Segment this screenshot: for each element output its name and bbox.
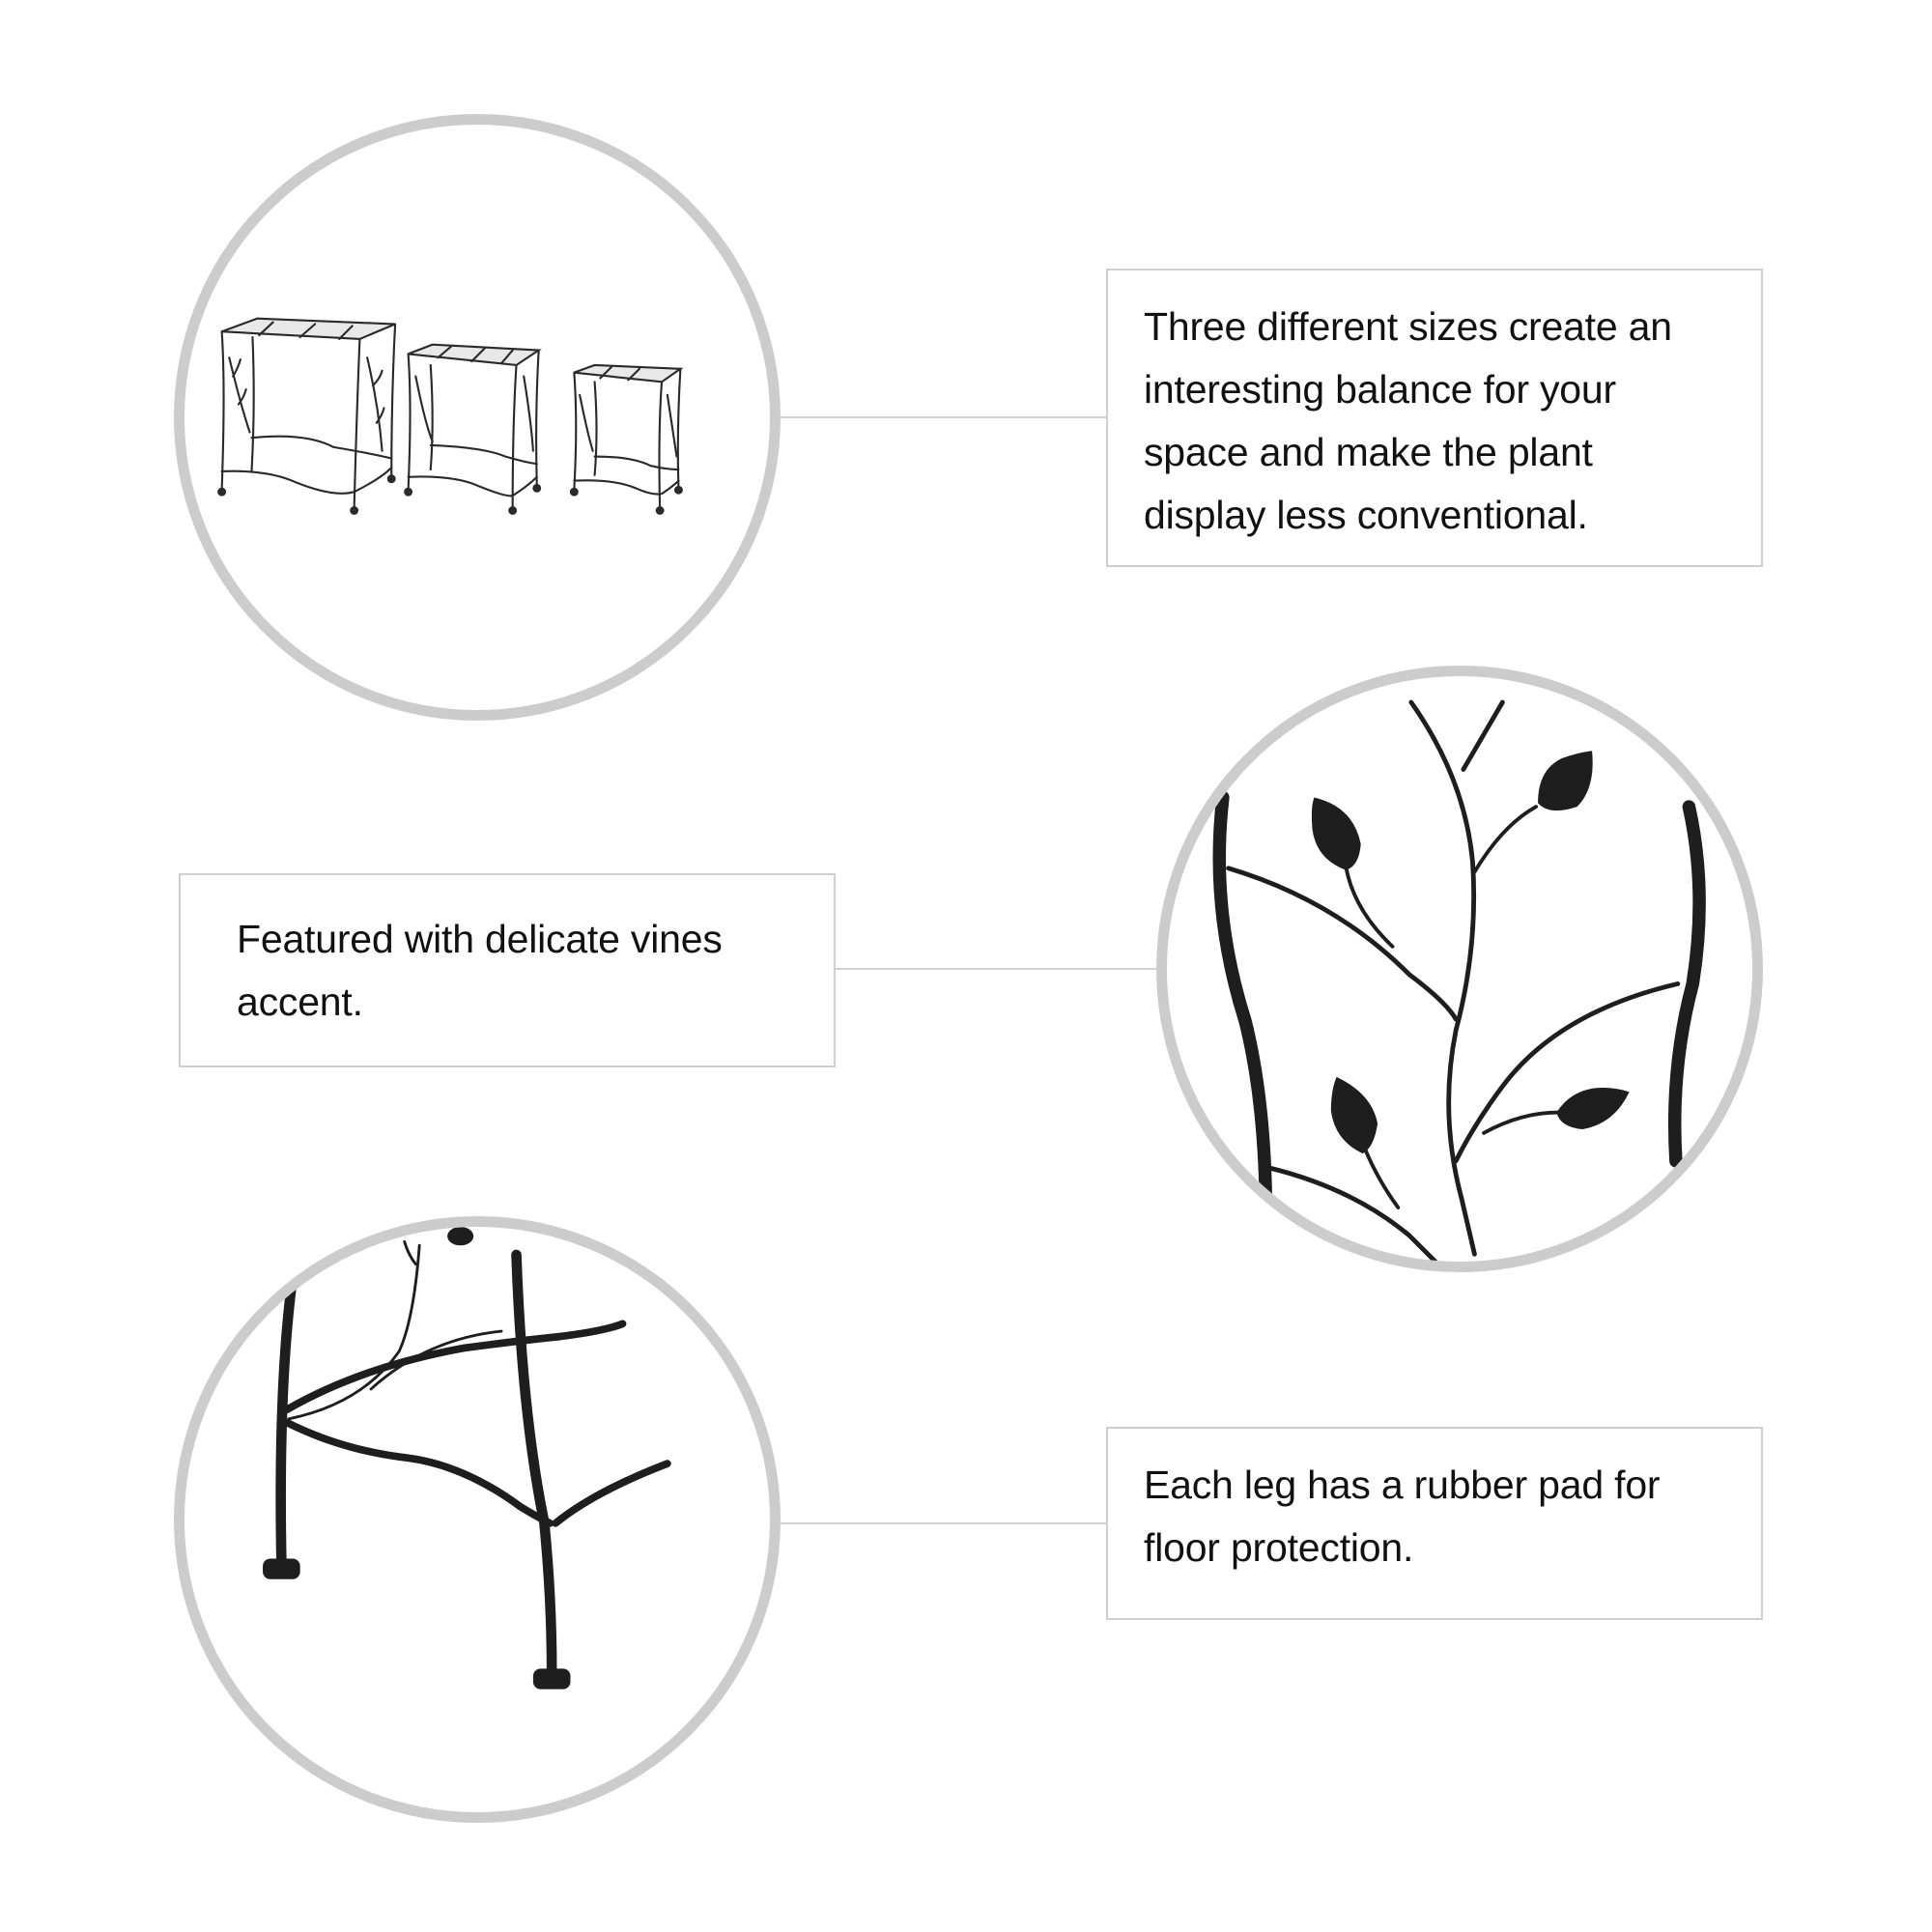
- three-plant-stands-icon: [217, 317, 684, 515]
- rubber-pad-image-circle: [174, 1216, 781, 1823]
- callout-box-sizes: Three different sizes create an interest…: [1106, 269, 1763, 567]
- connector-line-pads: [781, 1522, 1106, 1524]
- leg-rubber-pad-icon: [263, 1227, 671, 1690]
- three-sizes-image-circle: [174, 114, 781, 721]
- callout-text-line: space and make the plant: [1144, 430, 1593, 474]
- callout-text-line: floor protection.: [1144, 1525, 1414, 1570]
- callout-text-line: display less conventional.: [1144, 493, 1588, 537]
- callout-text-line: Featured with delicate vines: [237, 917, 723, 961]
- callout-text-line: Three different sizes create an: [1144, 304, 1672, 349]
- callout-text-line: interesting balance for your: [1144, 367, 1616, 412]
- callout-text-line: accent.: [237, 980, 363, 1024]
- vine-leaf-detail-icon: [1212, 699, 1706, 1262]
- connector-line-sizes: [781, 416, 1106, 418]
- connector-line-vines: [836, 968, 1160, 970]
- callout-box-vines: Featured with delicate vines accent.: [179, 873, 836, 1067]
- callout-text-line: Each leg has a rubber pad for: [1144, 1463, 1661, 1507]
- vine-detail-image-circle: [1156, 666, 1763, 1272]
- callout-box-pads: Each leg has a rubber pad for floor prot…: [1106, 1427, 1763, 1620]
